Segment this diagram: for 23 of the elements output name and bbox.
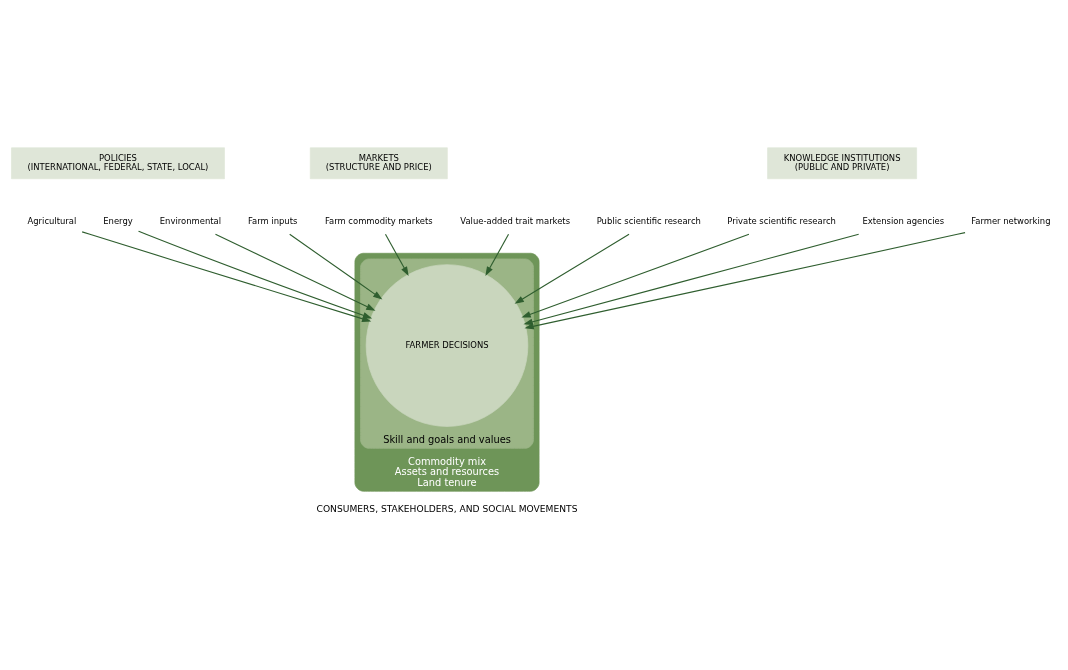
arrow <box>521 233 750 318</box>
node-text: Private scientific research <box>727 215 836 226</box>
node-text: Farm inputs <box>247 215 298 226</box>
arrow <box>137 230 373 319</box>
node-box: KNOWLEDGE INSTITUTIONS (PUBLIC AND PRIVATE) <box>767 147 917 180</box>
arrow <box>214 233 376 311</box>
node-text: Environmental <box>159 215 222 226</box>
node-text: Agricultural <box>27 215 77 226</box>
node-text: Farmer networking <box>971 215 1051 226</box>
node-text: Farm commodity markets <box>324 215 433 226</box>
node-box: POLICIES (INTERNATIONAL, FEDERAL, STATE, LOCAL) <box>11 147 225 180</box>
arrow <box>524 232 966 330</box>
node-text: Value-added trait markets <box>460 215 571 226</box>
arrow <box>514 233 630 304</box>
node-text: Public scientific research <box>596 215 701 226</box>
arrow <box>289 233 383 300</box>
node-box: MARKETS (STRUCTURE AND PRICE) <box>309 147 448 180</box>
arrow <box>523 233 860 326</box>
arrow <box>384 233 409 276</box>
node-text: Extension agencies <box>862 215 945 226</box>
node-text: Energy <box>103 215 133 226</box>
arrow <box>485 233 510 276</box>
label: CONSUMERS, STAKEHOLDERS, AND SOCIAL MOVEMENTS <box>316 503 578 514</box>
